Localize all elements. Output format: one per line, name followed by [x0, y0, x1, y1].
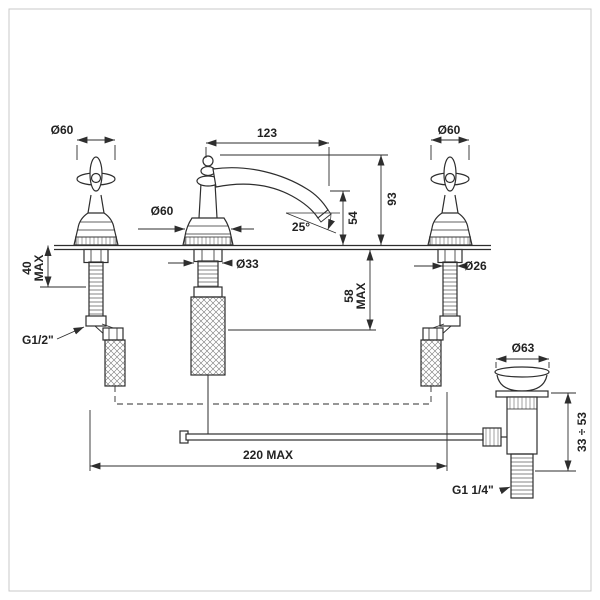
left-supply-assembly	[83, 248, 126, 387]
label-handle-left-dia: Ø60	[51, 123, 74, 137]
dim-handle-right-dia	[430, 136, 470, 160]
label-supply-thread: G1/2"	[22, 333, 54, 347]
page-border	[8, 8, 592, 592]
dim-left-max	[40, 245, 86, 288]
label-height-to-top: 93	[385, 192, 399, 206]
label-right-shank-dia: Ø26	[464, 259, 487, 273]
drain-assembly	[494, 366, 550, 499]
deck-line	[54, 244, 491, 251]
dim-overall-span	[89, 392, 448, 471]
dim-center-max	[228, 250, 376, 331]
leader-waste-thread	[498, 486, 511, 495]
label-handle-right-dia: Ø60	[438, 123, 461, 137]
right-supply-assembly	[420, 248, 463, 387]
dimension-annotations	[40, 136, 576, 495]
label-waste-adjust-range: 33 ÷ 53	[575, 412, 589, 452]
label-overall-span: 220 MAX	[243, 448, 293, 462]
dim-waste-flange-dia	[495, 355, 550, 368]
dim-height-to-top	[220, 154, 388, 245]
label-waste-thread: G1 1/4"	[452, 483, 494, 497]
label-left-max-qualifier: MAX	[32, 255, 46, 282]
dim-waste-adjust-range	[535, 392, 576, 472]
spout-assembly	[182, 155, 340, 246]
leader-supply-thread	[56, 326, 85, 340]
dim-spout-reach	[205, 139, 330, 186]
label-outlet-angle: 25°	[292, 220, 310, 234]
label-center-max-qualifier: MAX	[354, 283, 368, 310]
label-center-max-value: 58	[342, 289, 356, 303]
center-supply-assembly	[190, 248, 226, 434]
popup-rod-linkage	[179, 427, 507, 447]
label-height-to-outlet: 54	[346, 211, 360, 225]
dim-height-to-outlet	[330, 190, 350, 245]
outlet-angle-construction	[285, 212, 340, 234]
label-spout-base-dia: Ø60	[151, 204, 174, 218]
label-left-max-value: 40	[20, 261, 34, 275]
label-center-shank-dia: Ø33	[236, 257, 259, 271]
right-handle	[427, 156, 473, 246]
dim-handle-left-dia	[76, 136, 116, 160]
label-waste-flange-dia: Ø63	[512, 341, 535, 355]
label-spout-reach: 123	[257, 126, 277, 140]
hose-routing-dashed	[114, 386, 432, 405]
left-handle	[73, 156, 119, 246]
dimension-labels: Ø60 123 Ø60 Ø60 93 54 25° Ø33 40 MAX Ø26…	[20, 123, 589, 497]
